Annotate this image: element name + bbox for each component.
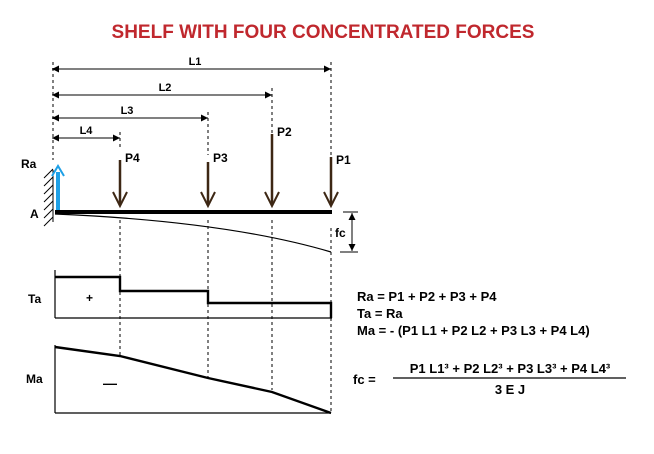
force-p1-arrow (323, 157, 339, 209)
diagram-title: SHELF WITH FOUR CONCENTRATED FORCES (112, 22, 535, 43)
formula-ta: Ta = Ra (357, 306, 403, 321)
l3-label: L3 (121, 105, 134, 117)
p2-label: P2 (277, 125, 292, 139)
formula-ra: Ra = P1 + P2 + P3 + P4 (357, 289, 497, 304)
shear-sign: + (86, 291, 93, 305)
deflection-label: fc (335, 226, 346, 240)
deflection-dimension (340, 211, 358, 253)
p4-label: P4 (125, 151, 140, 165)
support-point-label: A (30, 207, 39, 221)
extension-lines (52, 62, 332, 412)
moment-sign: — (103, 375, 117, 391)
shear-diagram (54, 270, 333, 319)
dimension-l4: L4 (52, 125, 120, 142)
formula-fc-numerator: P1 L1³ + P2 L2³ + P3 L3³ + P4 L4³ (410, 361, 611, 376)
formula-fc-denominator: 3 E J (495, 382, 525, 397)
l2-label: L2 (159, 82, 172, 94)
force-p3-arrow (200, 162, 216, 209)
shear-label: Ta (28, 292, 41, 306)
p1-label: P1 (336, 153, 351, 167)
formula-ma: Ma = - (P1 L1 + P2 L2 + P3 L3 + P4 L4) (357, 323, 590, 338)
dimension-l2: L2 (52, 82, 272, 99)
moment-label: Ma (26, 372, 43, 386)
force-p2-arrow (264, 134, 280, 209)
moment-diagram (54, 345, 332, 415)
dimension-l1: L1 (52, 56, 331, 73)
l4-label: L4 (80, 125, 94, 137)
p3-label: P3 (213, 151, 228, 165)
force-p4-arrow (112, 160, 128, 209)
wall-support (43, 168, 54, 227)
l1-label: L1 (189, 56, 202, 68)
reaction-label: Ra (21, 157, 37, 171)
reaction-arrow (51, 164, 65, 210)
dimension-l3: L3 (52, 105, 208, 122)
deflection-curve (54, 213, 332, 253)
formula-fc-label: fc = (353, 372, 376, 387)
